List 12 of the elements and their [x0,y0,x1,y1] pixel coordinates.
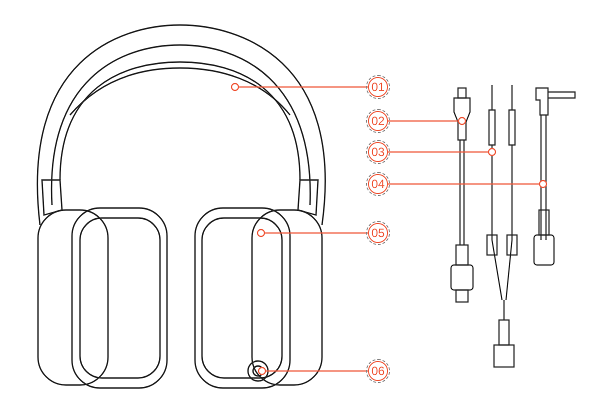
leader-line [388,116,466,126]
callout-number: 02 [368,111,388,131]
leader-line [388,180,548,188]
callout-number: 03 [368,142,388,162]
leader-line [230,82,368,92]
callout-number: 06 [368,361,388,381]
leader-line [388,148,496,156]
leader-line [258,366,368,376]
callout-number: 05 [368,223,388,243]
callout-number: 01 [368,77,388,97]
callout-number: 04 [368,174,388,194]
leader-line [256,228,368,238]
